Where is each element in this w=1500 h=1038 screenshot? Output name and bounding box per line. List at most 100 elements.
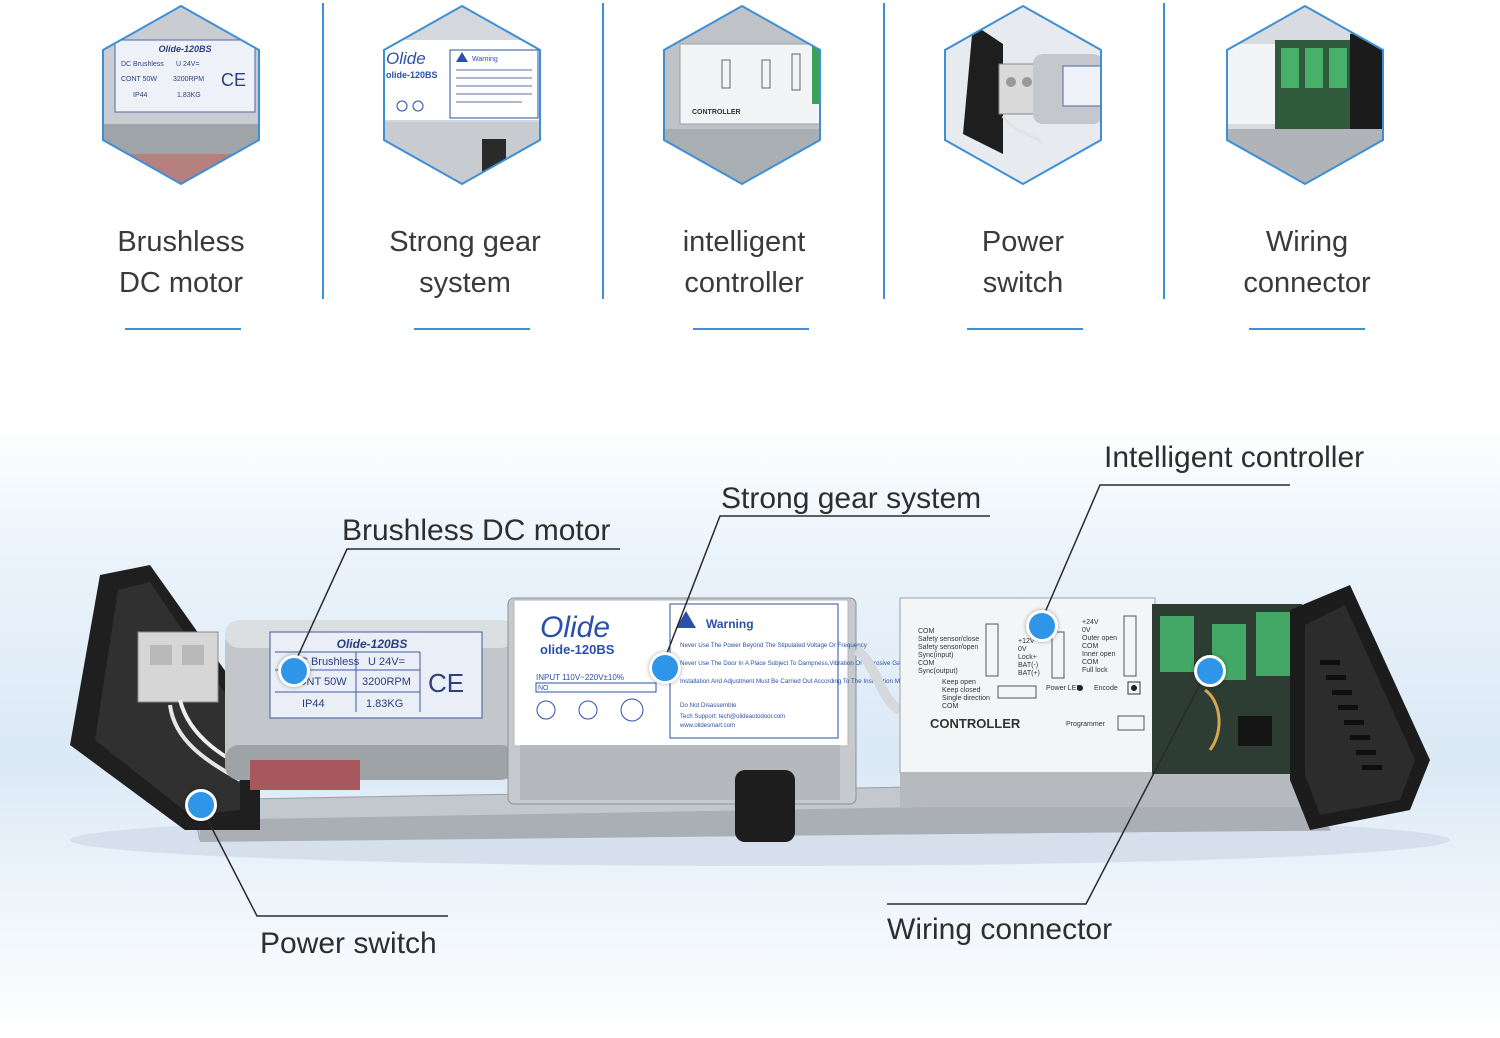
feature-strip: Olide-120BS DC Brushless U 24V= CONT 50W… (0, 0, 1500, 340)
power-switch-hotspot[interactable] (185, 789, 217, 821)
feature-caption: Wiring connector (1167, 222, 1447, 304)
feature-gear-system: Olide olide-120BS Warning Strong gear sy… (325, 0, 605, 340)
warning-line-4: Do Not Disassemble (680, 702, 737, 709)
ctrl-programmer: Programmer (1066, 721, 1106, 728)
ctrl-right-term-6: Full lock (1082, 667, 1108, 674)
mini-motor-row3b: 1.83KG (177, 92, 201, 99)
motor-model-text: Olide-120BS (337, 637, 408, 651)
ctrl-right-term-1: 0V (1082, 627, 1091, 634)
feature-caption: Power switch (883, 222, 1163, 304)
controller-hotspot[interactable] (1026, 610, 1058, 642)
mini-gear-brand: Olide (386, 49, 426, 68)
gear-model-text: olide-120BS (540, 642, 615, 657)
caption-line: Strong gear (389, 226, 541, 258)
feature-power-switch: Power switch (883, 0, 1163, 340)
ctrl-mid-term-4: BAT(+) (1018, 670, 1040, 677)
gear-hotspot[interactable] (649, 652, 681, 684)
caption-underline (125, 328, 241, 330)
column-divider (322, 3, 324, 299)
column-divider (602, 3, 604, 299)
feature-intelligent-controller: CONTROLLER intelligent controller (604, 0, 884, 340)
caption-line: system (419, 267, 511, 299)
gear-no-text: NO (538, 685, 549, 692)
caption-underline (693, 328, 809, 330)
ctrl-mid-term-3: BAT(-) (1018, 662, 1038, 669)
callout-gear: Strong gear system (721, 482, 982, 515)
column-divider (1163, 3, 1165, 299)
mini-warning-title: Warning (472, 56, 498, 63)
caption-underline (414, 328, 530, 330)
ctrl-encode: Encode (1094, 685, 1118, 692)
ctrl-mid-term-0: +12V (1018, 638, 1035, 645)
motor-row3a: IP44 (302, 698, 325, 710)
tech-support-text: Tech Support: tech@olideautodoor.com (680, 714, 785, 720)
warning-line-2: Never Use The Door In A Place Subject To… (680, 660, 904, 667)
gear-input-text: INPUT 110V~220V±10% (536, 673, 624, 682)
motor-hotspot[interactable] (278, 655, 310, 687)
motor-label-hex-image: Olide-120BS DC Brushless U 24V= CONT 50W… (102, 4, 260, 186)
ctrl-right-term-5: COM (1082, 659, 1099, 666)
ctrl-mode-3: COM (942, 703, 959, 710)
ctrl-right-term-2: Outer open (1082, 635, 1117, 642)
caption-line: switch (982, 267, 1064, 299)
gear-label-hex-image: Olide olide-120BS Warning (383, 4, 541, 186)
mini-motor-row2a: CONT 50W (121, 76, 157, 83)
mini-controller-title: CONTROLLER (692, 109, 741, 116)
feature-caption: Strong gear system (325, 222, 605, 304)
callout-wiring: Wiring connector (887, 913, 1113, 946)
caption-line: Wiring (1265, 226, 1349, 258)
product-diagram: Olide-120BS DC Brushless U 24V= CONT 50W… (0, 420, 1500, 1038)
warning-title-text: Warning (706, 617, 754, 631)
controller-title-text: CONTROLLER (930, 716, 1021, 731)
ctrl-right-term-3: COM (1082, 643, 1099, 650)
caption-underline (967, 328, 1083, 330)
mini-ce-mark: CE (221, 70, 246, 90)
mini-motor-row1a: DC Brushless (121, 61, 164, 68)
feature-caption: Brushless DC motor (41, 222, 321, 304)
wiring-hotspot[interactable] (1194, 655, 1226, 687)
caption-line: connector (1243, 267, 1371, 299)
motor-row1b: U 24V= (368, 656, 405, 668)
caption-line: Power (981, 226, 1065, 258)
ce-mark: CE (428, 668, 464, 698)
feature-caption: intelligent controller (604, 222, 884, 304)
ctrl-mid-term-1: 0V (1018, 646, 1027, 653)
ctrl-mid-term-2: Lock+ (1018, 654, 1037, 661)
ctrl-power-led: Power LED (1046, 685, 1081, 692)
caption-line: controller (684, 267, 804, 299)
ctrl-left-term-4: COM (918, 660, 935, 667)
callout-power: Power switch (260, 927, 437, 960)
ctrl-right-term-0: +24V (1082, 619, 1099, 626)
caption-line: Brushless (117, 226, 245, 258)
ctrl-left-term-2: Safety sensor/open (918, 644, 978, 651)
ctrl-mode-2: Single direction (942, 695, 990, 702)
ctrl-left-term-5: Sync(output) (918, 668, 958, 675)
website-text: www.olidesmart.com (679, 723, 735, 729)
door-operator-image: Olide-120BS DC Brushless U 24V= CONT 50W… (70, 484, 1450, 917)
feature-brushless-motor: Olide-120BS DC Brushless U 24V= CONT 50W… (41, 0, 321, 340)
column-divider (883, 3, 885, 299)
ctrl-right-term-4: Inner open (1082, 651, 1116, 658)
motor-row3b: 1.83KG (366, 698, 403, 710)
gear-brand-text: Olide (540, 611, 610, 644)
motor-row2b: 3200RPM (362, 676, 411, 688)
ctrl-left-term-3: Sync(input) (918, 652, 953, 659)
ctrl-mode-0: Keep open (942, 679, 976, 686)
power-switch-hex-image (944, 4, 1102, 186)
callout-controller: Intelligent controller (1104, 441, 1365, 474)
caption-underline (1249, 328, 1365, 330)
mini-gear-model: olide-120BS (386, 70, 438, 80)
warning-line-3: Installation And Adjustment Must Be Carr… (680, 678, 915, 685)
ctrl-left-term-1: Safety sensor/close (918, 636, 979, 643)
mini-motor-model: Olide-120BS (158, 44, 211, 54)
caption-line: DC motor (118, 267, 244, 299)
controller-hex-image: CONTROLLER (663, 4, 821, 186)
ctrl-mode-1: Keep closed (942, 687, 981, 694)
wiring-hex-image (1226, 4, 1384, 186)
warning-line-1: Never Use The Power Beyond The Stipulate… (680, 642, 868, 649)
caption-line: intelligent (682, 226, 806, 258)
callout-motor: Brushless DC motor (342, 514, 611, 547)
mini-motor-row2b: 3200RPM (173, 76, 204, 83)
feature-wiring-connector: Wiring connector (1167, 0, 1447, 340)
ctrl-left-term-0: COM (918, 628, 935, 635)
